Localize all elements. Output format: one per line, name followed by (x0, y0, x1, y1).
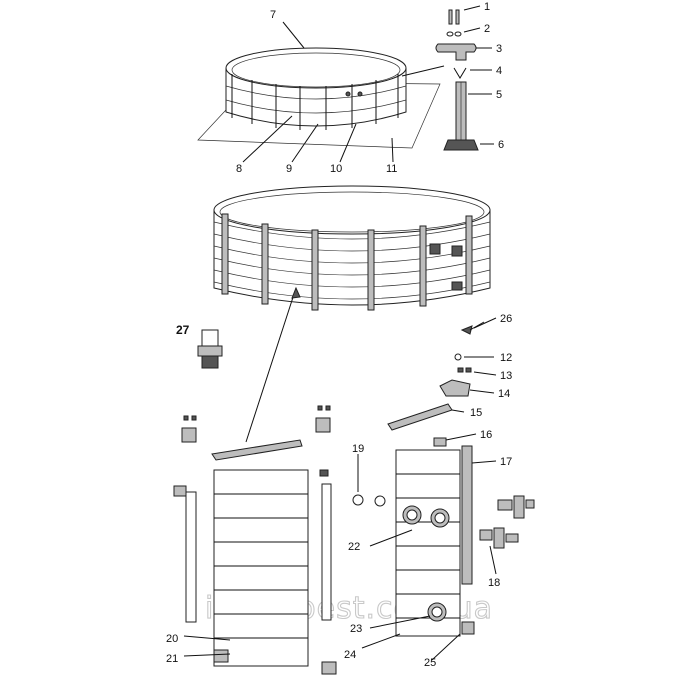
assembled-pool-small (197, 21, 445, 163)
callout-labels: 1 2 3 4 5 6 7 8 9 10 11 12 13 14 15 16 1… (166, 1, 512, 669)
callout-27: 27 (176, 323, 190, 337)
wall-fittings (402, 505, 450, 622)
leg-assembly (435, 5, 494, 151)
part-pin-1b (455, 9, 460, 25)
corner-connectors-upper (181, 405, 477, 447)
part-side-post-mid (321, 483, 332, 621)
callout-25: 25 (424, 657, 436, 669)
callout-6: 6 (498, 139, 504, 151)
callout-13: 13 (500, 370, 512, 382)
right-wall-panel (352, 445, 535, 661)
callout-12: 12 (500, 352, 512, 364)
pool-top-rim (225, 47, 407, 89)
callout-2: 2 (484, 23, 490, 35)
part-t-connector (435, 43, 477, 61)
part-leg-cap (443, 139, 479, 151)
callout-11: 11 (386, 163, 397, 175)
callout-5: 5 (496, 89, 502, 101)
callout-26: 26 (500, 313, 512, 325)
left-wall-panel (173, 469, 337, 675)
callout-17: 17 (500, 456, 512, 468)
plumbing-connectors (479, 495, 535, 575)
callout-15: 15 (470, 407, 482, 419)
callout-1: 1 (484, 1, 490, 13)
callout-7: 7 (270, 9, 276, 21)
callout-19: 19 (352, 443, 364, 455)
parts-12-14-connector (439, 353, 497, 397)
right-panel-slats (396, 473, 460, 619)
part-pin-1a (448, 9, 453, 25)
top-rails (211, 403, 465, 461)
callout-20: 20 (166, 633, 178, 645)
part-top-rail-left (211, 439, 303, 461)
callout-3: 3 (496, 43, 502, 55)
part-top-rail-right (387, 403, 453, 431)
callout-14: 14 (498, 388, 510, 400)
left-panel-slats (214, 493, 308, 639)
callout-9: 9 (286, 163, 292, 175)
callout-21: 21 (166, 653, 178, 665)
part-26-plug (460, 317, 497, 335)
pool-legs-small (231, 74, 399, 130)
callout-8: 8 (236, 163, 242, 175)
part-27-skimmer-valve (197, 329, 223, 369)
callout-18: 18 (488, 577, 500, 589)
callout-23: 23 (350, 623, 362, 635)
callout-16: 16 (480, 429, 492, 441)
callout-4: 4 (496, 65, 502, 77)
callout-10: 10 (330, 163, 342, 175)
part-clip (453, 67, 467, 79)
assembled-pool-large (213, 185, 491, 443)
part-side-post-right (461, 445, 473, 585)
part-side-post-left (185, 491, 197, 623)
pool-large-rim (213, 185, 491, 235)
callout-22: 22 (348, 541, 360, 553)
callout-24: 24 (344, 649, 356, 661)
pool-large-posts (221, 213, 473, 311)
